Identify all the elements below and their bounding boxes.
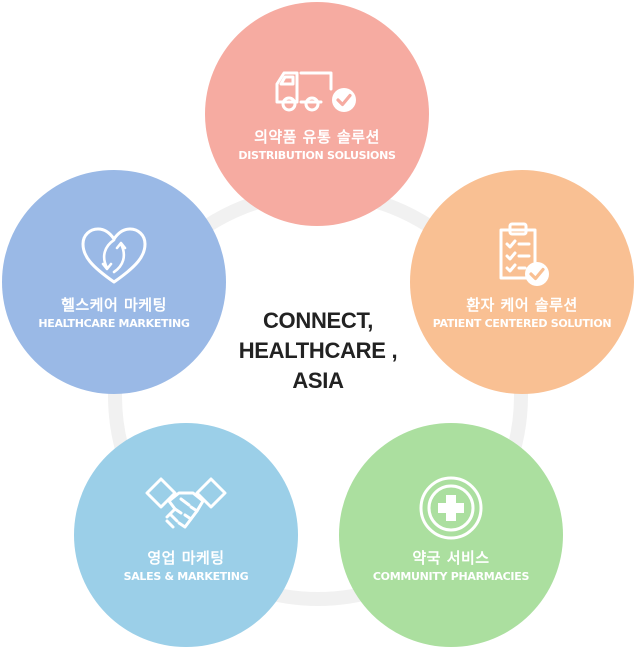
node-sales-marketing: 영업 마케팅 SALES & MARKETING: [74, 423, 298, 647]
node-community-pharmacies: 약국 서비스 COMMUNITY PHARMACIES: [339, 423, 563, 647]
truck-check-icon: [205, 62, 429, 122]
node-healthcare-marketing: 헬스케어 마케팅 HEALTHCARE MARKETING: [2, 170, 226, 394]
node-title-en: SALES & MARKETING: [123, 570, 249, 583]
center-tagline: CONNECT, HEALTHCARE , ASIA: [218, 306, 418, 396]
node-title-en: COMMUNITY PHARMACIES: [372, 570, 530, 583]
heart-cycle-icon: [2, 226, 226, 290]
center-line-2: HEALTHCARE ,: [238, 338, 398, 363]
clipboard-check-icon: [410, 220, 634, 290]
node-title-en: DISTRIBUTION SOLUSIONS: [238, 149, 396, 162]
node-title-ko: 환자 케어 솔루션: [466, 296, 578, 314]
node-title-ko: 약국 서비스: [412, 549, 490, 567]
node-patient-centered-solution: 환자 케어 솔루션 PATIENT CENTERED SOLUTION: [410, 170, 634, 394]
node-title-en: PATIENT CENTERED SOLUTION: [432, 317, 612, 330]
medical-cross-icon: [339, 473, 563, 543]
node-title-ko: 의약품 유통 솔루션: [254, 128, 380, 146]
center-line-1: CONNECT,: [262, 308, 374, 333]
node-title-ko: 헬스케어 마케팅: [61, 296, 167, 314]
node-title-en: HEALTHCARE MARKETING: [38, 317, 190, 330]
handshake-icon: [74, 471, 298, 543]
center-line-3: ASIA: [292, 368, 344, 393]
node-distribution-solutions: 의약품 유통 솔루션 DISTRIBUTION SOLUSIONS: [205, 2, 429, 226]
node-title-ko: 영업 마케팅: [147, 549, 225, 567]
